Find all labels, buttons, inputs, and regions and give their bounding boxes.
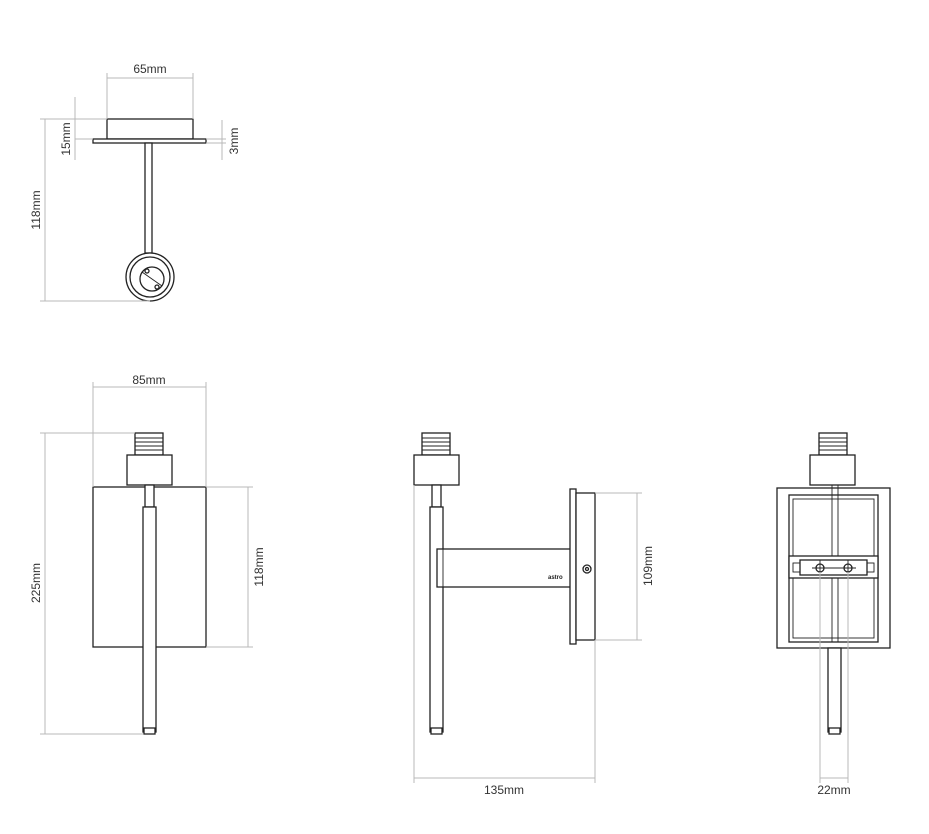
side-wallplate — [575, 492, 596, 641]
top-view-head-lens — [139, 266, 165, 292]
back-rod-tip — [828, 727, 841, 735]
side-rod-upper — [431, 484, 442, 508]
back-bracket — [788, 555, 879, 579]
front-height-label: 225mm — [29, 563, 43, 603]
back-rod — [827, 647, 842, 733]
top-view: 65mm 15mm 3mm 118mm — [29, 62, 241, 302]
top-view-head-outer — [125, 252, 175, 302]
back-connector — [818, 432, 848, 456]
side-connector — [421, 432, 451, 456]
top-cap-height-label: 15mm — [59, 122, 73, 155]
top-plate-label: 3mm — [227, 128, 241, 155]
top-view-cap — [106, 118, 194, 140]
front-shade-height-label: 118mm — [252, 547, 266, 586]
side-view: astro 109mm 135mm — [413, 432, 655, 797]
side-projection-label: 135mm — [484, 783, 524, 797]
side-brand-text: astro — [548, 575, 563, 581]
top-view-screw-2 — [154, 284, 160, 290]
front-rod — [142, 506, 157, 733]
back-view: 22mm — [776, 432, 891, 797]
side-screw — [582, 564, 592, 574]
top-depth-label: 118mm — [29, 190, 43, 229]
front-rod-tip — [143, 727, 156, 735]
back-width-label: 22mm — [817, 783, 850, 797]
side-cap — [413, 454, 460, 486]
front-width-label: 85mm — [132, 373, 165, 387]
front-rod-upper — [144, 484, 155, 508]
top-view-arm — [144, 142, 153, 254]
top-view-head-line — [141, 271, 163, 287]
front-cap — [126, 454, 173, 486]
front-view: 85mm 225mm 118mm — [29, 373, 266, 735]
side-plate-height-label: 109mm — [641, 546, 655, 586]
top-width-label: 65mm — [133, 62, 166, 76]
side-arm — [436, 548, 573, 588]
top-view-screw-1 — [144, 268, 150, 274]
top-view-head-ring — [129, 256, 171, 298]
side-rod-tip — [430, 727, 443, 735]
side-backplate — [569, 488, 577, 645]
front-connector — [134, 432, 164, 456]
side-rod — [429, 506, 444, 733]
back-cap — [809, 454, 856, 486]
